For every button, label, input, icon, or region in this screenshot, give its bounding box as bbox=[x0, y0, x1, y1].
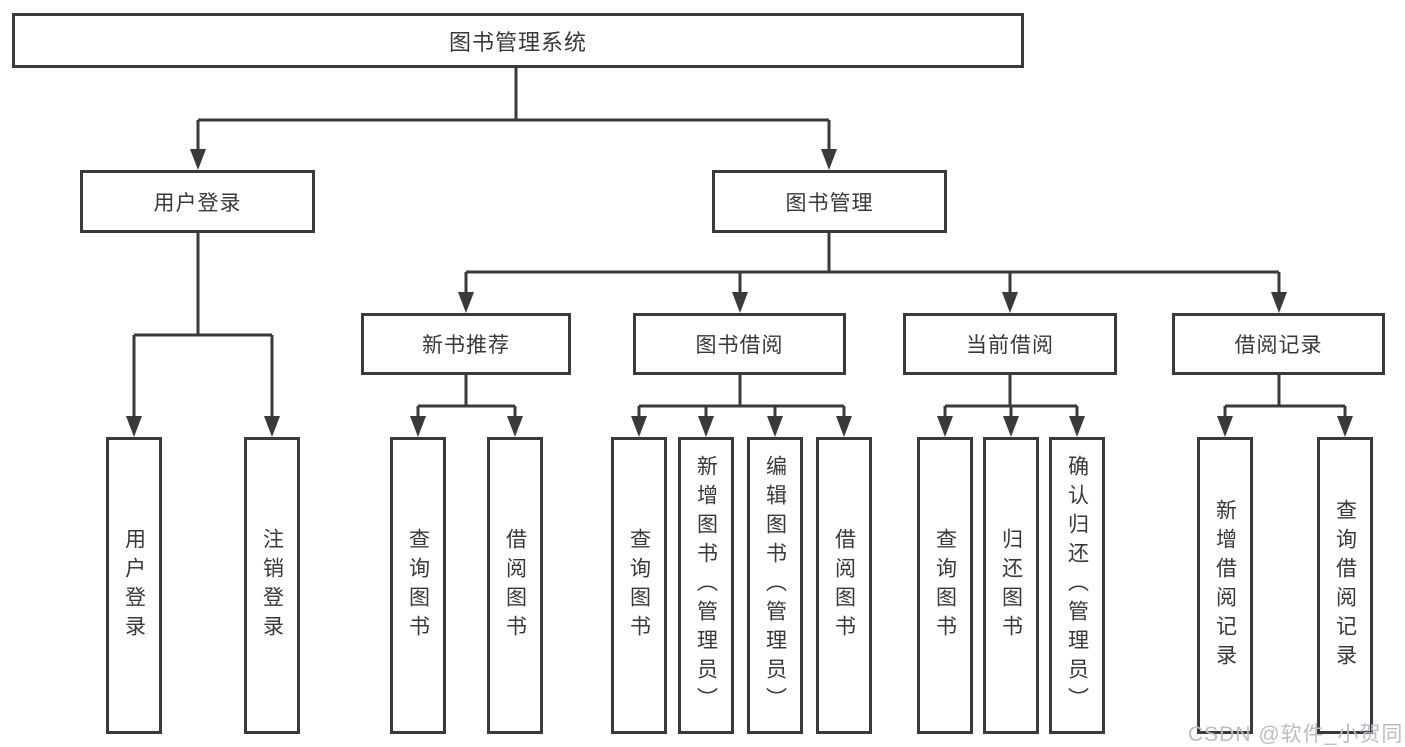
leaf-bb-borrow-books: 借阅图书 bbox=[816, 437, 872, 734]
leaf-label: 查询借阅记录 bbox=[1333, 498, 1357, 673]
leaf-label: 确认归还（管理员） bbox=[1065, 455, 1089, 716]
node-label: 图书借阅 bbox=[695, 334, 784, 357]
node-label: 图书管理 bbox=[785, 191, 874, 215]
leaf-label: 归还图书 bbox=[999, 527, 1023, 644]
leaf-logout: 注销登录 bbox=[244, 437, 300, 734]
leaf-label: 用户登录 bbox=[122, 527, 146, 644]
node-book-management: 图书管理 bbox=[712, 170, 947, 233]
node-label: 图书管理系统 bbox=[448, 29, 587, 55]
leaf-bb-add-books-admin: 新增图书（管理员） bbox=[678, 437, 734, 734]
leaf-label: 注销登录 bbox=[260, 527, 284, 644]
node-borrow-records: 借阅记录 bbox=[1172, 313, 1385, 375]
leaf-br-add-record: 新增借阅记录 bbox=[1197, 437, 1253, 734]
leaf-label: 借阅图书 bbox=[503, 527, 527, 644]
leaf-label: 新增借阅记录 bbox=[1213, 498, 1237, 673]
leaf-bb-query-books: 查询图书 bbox=[611, 437, 667, 734]
leaf-label: 编辑图书（管理员） bbox=[763, 455, 787, 716]
leaf-bb-edit-books-admin: 编辑图书（管理员） bbox=[747, 437, 803, 734]
leaf-label: 查询图书 bbox=[627, 527, 651, 644]
node-label: 当前借阅 bbox=[966, 334, 1054, 357]
leaf-label: 查询图书 bbox=[406, 527, 430, 644]
leaf-label: 新增图书（管理员） bbox=[694, 455, 718, 716]
leaf-cb-query-books: 查询图书 bbox=[917, 437, 973, 734]
csdn-watermark: CSDN @软件_小贺同学 bbox=[1188, 723, 1405, 746]
node-new-book-recommend: 新书推荐 bbox=[361, 313, 571, 375]
node-library-system: 图书管理系统 bbox=[12, 13, 1024, 68]
node-user-login: 用户登录 bbox=[80, 170, 315, 233]
node-book-borrow: 图书借阅 bbox=[633, 313, 846, 375]
node-label: 新书推荐 bbox=[422, 334, 510, 357]
leaf-user-login: 用户登录 bbox=[106, 437, 162, 734]
node-label: 借阅记录 bbox=[1234, 334, 1323, 357]
leaf-br-query-record: 查询借阅记录 bbox=[1317, 437, 1373, 734]
leaf-label: 借阅图书 bbox=[832, 527, 856, 644]
node-current-borrow: 当前借阅 bbox=[903, 313, 1117, 375]
leaf-cb-return-books: 归还图书 bbox=[983, 437, 1039, 734]
node-label: 用户登录 bbox=[153, 191, 242, 215]
leaf-label: 查询图书 bbox=[933, 527, 957, 644]
leaf-rec-borrow-books: 借阅图书 bbox=[487, 437, 543, 734]
leaf-cb-confirm-return-admin: 确认归还（管理员） bbox=[1049, 437, 1105, 734]
leaf-rec-query-books: 查询图书 bbox=[390, 437, 446, 734]
